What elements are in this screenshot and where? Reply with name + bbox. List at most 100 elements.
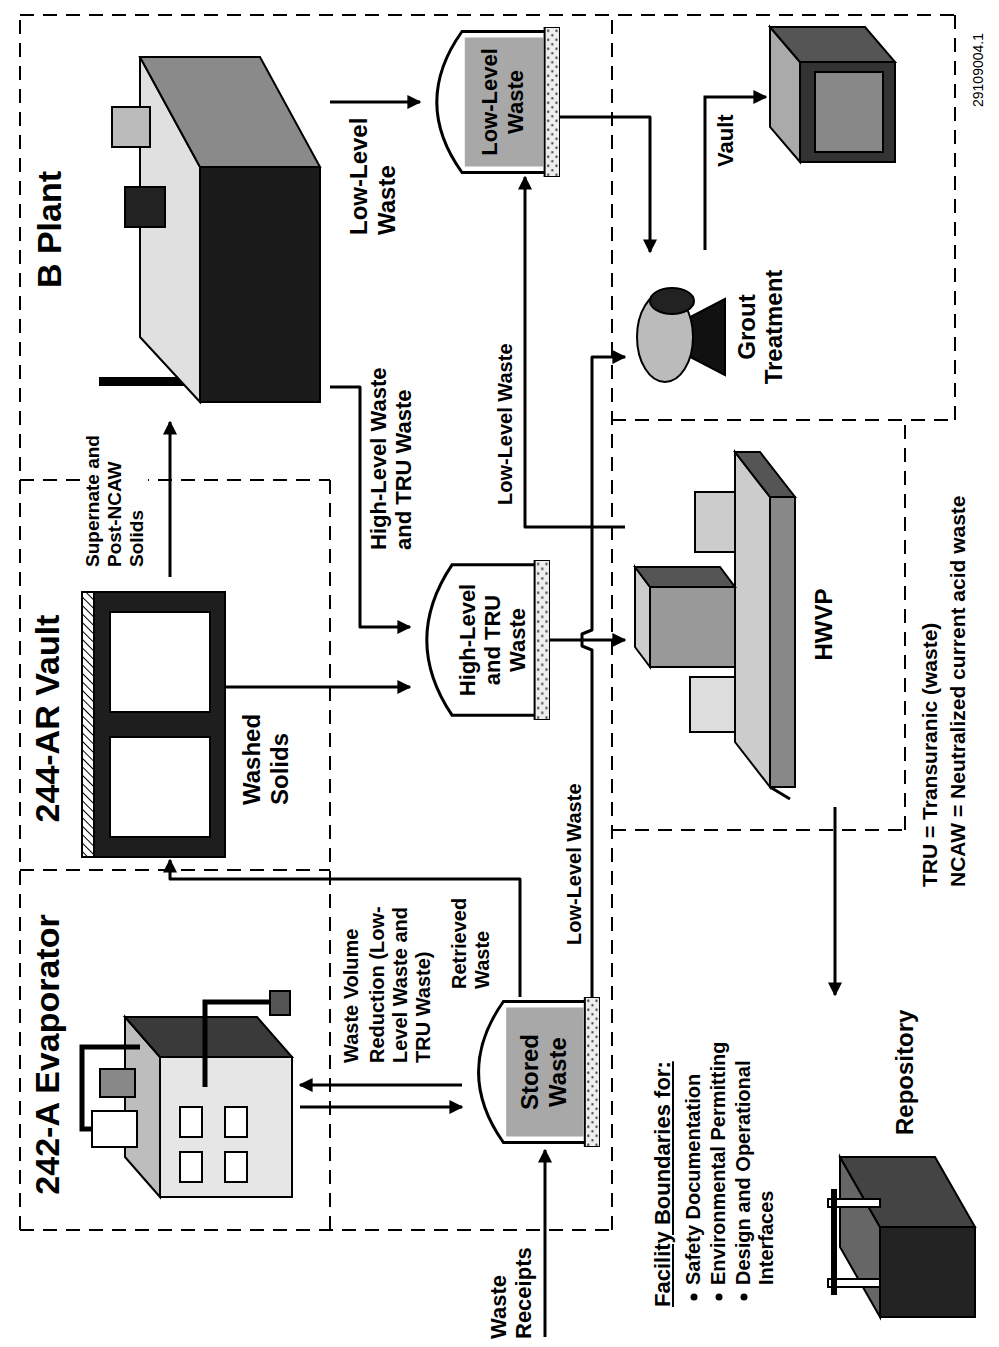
flow-label: Washed Solids: [238, 695, 293, 807]
illustration-part: [20, 869, 330, 871]
illustration-part: [455, 571, 533, 709]
illustration-part: [535, 560, 550, 720]
illustration-part: [650, 288, 694, 314]
illustration-part: [140, 57, 320, 167]
illustration-part: [19, 15, 21, 1230]
illustration-part: [585, 997, 600, 1147]
illustration-part: [695, 492, 735, 552]
illustration-part: [225, 1107, 247, 1137]
illustration-part: [690, 299, 725, 375]
abbreviation-note: NCAW = Neutralized current acid waste: [946, 387, 970, 887]
illustration-part: [770, 787, 790, 799]
legend-item: Environmental Permitting: [707, 1025, 730, 1285]
illustration-part: [20, 1229, 612, 1231]
flow-label: Supernate and Post-NCAW Solids: [82, 423, 148, 569]
grout-vault-illustration: [770, 27, 895, 162]
illustration-part: [650, 587, 735, 667]
flow-arrow: [300, 1106, 462, 1109]
flow-arrow: [525, 177, 625, 527]
storage-tank: High-Level and TRU Waste: [410, 560, 550, 720]
b-plant-illustration: [100, 57, 320, 402]
illustration-part: [479, 1002, 587, 1143]
legend-item: Design and Operational Interfaces: [732, 1025, 778, 1285]
illustration-part: [612, 419, 955, 421]
illustration-part: [880, 1227, 975, 1317]
illustration-part: [904, 420, 906, 830]
illustration-part: [716, 1294, 723, 1301]
repository-illustration: [828, 1157, 975, 1317]
illustration-part: [690, 677, 735, 732]
illustration-part: [465, 38, 543, 167]
note-text: Waste Receipts: [486, 1239, 537, 1339]
illustration-part: [125, 1017, 292, 1057]
illustration-part: [180, 1152, 202, 1182]
illustration-part: [611, 15, 613, 1230]
storage-tank: Stored Waste: [462, 997, 600, 1147]
illustration-part: [180, 1107, 202, 1137]
illustration-part: [840, 1157, 975, 1227]
flow-arrow: [330, 101, 420, 104]
illustration-part: [225, 1152, 247, 1182]
flow-arrow: [300, 1084, 462, 1087]
illustration-part: [270, 991, 290, 1015]
illustration-part: [94, 592, 225, 857]
illustration-part: [20, 14, 955, 16]
illustration-part: [125, 187, 165, 227]
flow-arrow: [550, 639, 625, 642]
node-label: HWVP: [810, 589, 838, 661]
illustration-part: [200, 167, 320, 402]
facility-repository: Repository: [820, 995, 990, 1335]
flow-label: Waste Volume: [340, 885, 363, 1065]
illustration-part: [427, 565, 536, 715]
illustration-part: [329, 480, 331, 1230]
facility-hwvp: HWVP: [625, 442, 840, 807]
grout-mixer-illustration: [637, 288, 725, 382]
node-label: Grout Treatment: [733, 252, 788, 402]
illustration-part: [100, 1069, 135, 1097]
flow-arrow: [582, 357, 625, 997]
illustration-part: [437, 32, 546, 173]
figure-number: 29109004.1: [970, 7, 986, 107]
flow-arrow: [169, 422, 172, 577]
flow-label: Low-Level Waste: [345, 109, 400, 237]
flow-arrow: [225, 686, 410, 689]
flow-label: Low-Level Waste: [563, 747, 586, 947]
node-label: Repository: [891, 1010, 919, 1135]
abbreviation-note: TRU = Transuranic (waste): [918, 387, 942, 887]
bullet-dots: [691, 1294, 748, 1301]
illustration-part: [691, 1294, 698, 1301]
illustration-part: [831, 1189, 837, 1295]
facility-boundary: [20, 15, 955, 1230]
legend-item: Safety Documentation: [682, 1025, 705, 1285]
legend-heading: Facility Boundaries for:: [650, 1007, 675, 1307]
node-label: Stored Waste: [516, 1009, 571, 1135]
illustration-part: [741, 1294, 748, 1301]
illustration-part: [112, 107, 150, 147]
illustration-part: [110, 612, 210, 712]
illustration-part: [815, 72, 883, 152]
vault-arrow: [705, 97, 766, 250]
illustration-part: [545, 27, 560, 177]
illustration-part: [954, 15, 956, 420]
facility-title: 242-A Evaporator: [28, 887, 67, 1222]
receipts-arrow: [544, 1150, 547, 1337]
illustration-part: [735, 452, 770, 787]
illustration-part: [20, 479, 330, 481]
node-label: High-Level and TRU Waste: [455, 572, 531, 708]
flow-arrow: [834, 807, 837, 995]
storage-tank: Low-Level Waste: [420, 27, 560, 177]
facility-title: 244-AR Vault: [28, 577, 67, 860]
illustration-part: [506, 1008, 583, 1137]
flow-arrow: [560, 117, 650, 252]
node-label: Low-Level Waste: [477, 39, 528, 165]
illustration-part: [92, 1111, 137, 1147]
illustration-part: [82, 1047, 140, 1129]
illustration-part: [82, 592, 94, 857]
illustration-part: [635, 567, 735, 587]
flow-label: Reduction (Low-Level Waste and TRU Waste…: [366, 885, 435, 1065]
illustration-part: [770, 27, 895, 62]
flow-label: Retrieved Waste: [448, 883, 494, 991]
hwvp-illustration: [635, 452, 795, 799]
illustration-part: [800, 62, 895, 162]
